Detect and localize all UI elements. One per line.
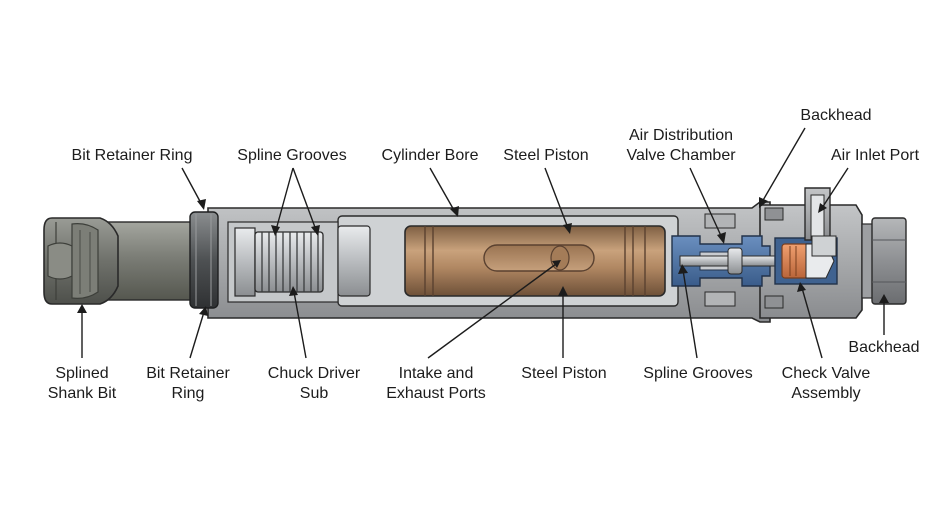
label-cylinder-bore: Cylinder Bore bbox=[382, 147, 479, 164]
label-check-valve-assembly-1: Check Valve bbox=[782, 365, 871, 382]
air-distribution-valve bbox=[671, 235, 806, 287]
label-spline-grooves-bottom: Spline Grooves bbox=[643, 365, 752, 382]
backhead-nut bbox=[861, 217, 907, 305]
label-chuck-driver-sub-1: Chuck Driver bbox=[268, 365, 361, 382]
label-intake-exhaust-ports-1: Intake and bbox=[399, 365, 474, 382]
label-chuck-driver-sub-2: Sub bbox=[300, 385, 329, 402]
splined-shank-bit-head bbox=[43, 217, 119, 305]
label-air-distribution-valve-chamber-2: Valve Chamber bbox=[626, 147, 736, 164]
label-air-distribution-valve-chamber-1: Air Distribution bbox=[629, 127, 733, 144]
label-bit-retainer-ring-bottom-1: Bit Retainer bbox=[146, 365, 230, 382]
bit-retainer-ring bbox=[189, 211, 219, 309]
label-bit-retainer-ring-bottom-2: Ring bbox=[172, 385, 205, 402]
valve-rib-bottom bbox=[704, 291, 736, 307]
hammer-body bbox=[43, 187, 907, 323]
label-check-valve-assembly-2: Assembly bbox=[791, 385, 860, 402]
label-steel-piston-bottom: Steel Piston bbox=[521, 365, 606, 382]
bit-shank bbox=[107, 221, 193, 301]
label-air-inlet-port: Air Inlet Port bbox=[831, 147, 920, 164]
valve-rib-top bbox=[704, 213, 736, 229]
label-backhead-bottom: Backhead bbox=[848, 339, 919, 356]
label-splined-shank-bit-2: Shank Bit bbox=[48, 385, 117, 402]
steel-piston bbox=[404, 225, 666, 297]
label-steel-piston-top: Steel Piston bbox=[503, 147, 588, 164]
label-spline-grooves-top: Spline Grooves bbox=[237, 147, 346, 164]
intake-exhaust-slot bbox=[483, 244, 595, 272]
labels-bottom: Splined Shank Bit Bit Retainer Ring Chuc… bbox=[48, 339, 920, 402]
backhead-notch-bottom bbox=[764, 295, 784, 309]
backhead-notch-top bbox=[764, 207, 784, 221]
label-backhead-top: Backhead bbox=[800, 107, 871, 124]
steel-sleeve bbox=[337, 225, 371, 297]
label-splined-shank-bit-1: Splined bbox=[55, 365, 108, 382]
leader-lines bbox=[77, 127, 889, 359]
chuck-driver-sub bbox=[234, 227, 324, 297]
label-intake-exhaust-ports-2: Exhaust Ports bbox=[386, 385, 486, 402]
chuck-splines bbox=[261, 232, 319, 292]
labels-top: Bit Retainer Ring Spline Grooves Cylinde… bbox=[72, 107, 920, 164]
label-bit-retainer-ring-top: Bit Retainer Ring bbox=[72, 147, 193, 164]
